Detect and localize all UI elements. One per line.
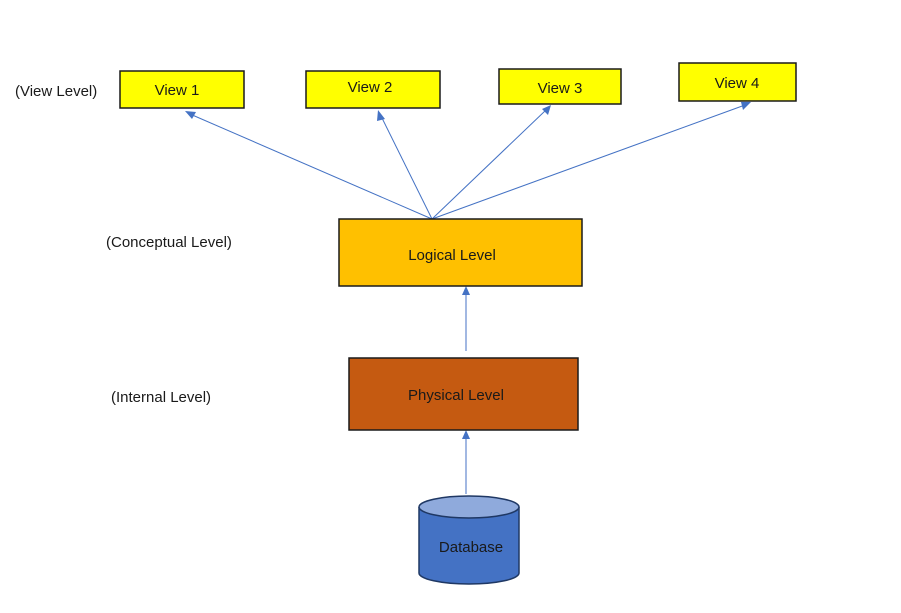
logical-level-box: Logical Level	[338, 218, 583, 287]
physical-level-rect	[348, 357, 579, 431]
arrowhead-view-2	[377, 110, 385, 121]
view-box-4-rect	[678, 62, 797, 102]
database-body	[418, 507, 520, 585]
view-box-1: View 1	[119, 70, 245, 109]
view-connectors	[185, 102, 751, 220]
arrowhead-logical	[462, 286, 470, 295]
internal-level-label: (Internal Level)	[111, 389, 211, 406]
physical-level-label: Physical Level	[408, 387, 504, 404]
database-label: Database	[439, 539, 503, 556]
view-box-4: View 4	[678, 62, 797, 102]
view-box-1-label: View 1	[155, 82, 200, 99]
view-level-label: (View Level)	[15, 83, 97, 100]
connector-view-2	[380, 115, 433, 220]
connector-view-3	[431, 109, 547, 220]
logical-level-label: Logical Level	[408, 247, 496, 264]
view-box-2-rect	[305, 70, 441, 109]
view-box-3: View 3	[498, 68, 622, 105]
database-cylinder: Database	[418, 495, 520, 585]
view-box-2-label: View 2	[348, 79, 393, 96]
view-box-3-label: View 3	[538, 80, 583, 97]
view-box-4-label: View 4	[715, 75, 760, 92]
view-box-3-rect	[498, 68, 622, 105]
connector-view-1	[189, 113, 433, 220]
connector-view-4	[431, 104, 746, 220]
view-box-2: View 2	[305, 70, 441, 109]
logical-level-rect	[338, 218, 583, 287]
arrowhead-view-1	[185, 111, 196, 119]
arrowhead-physical	[462, 430, 470, 439]
arrowhead-view-3	[542, 105, 551, 115]
arrowhead-view-4	[741, 102, 751, 110]
database-top	[418, 495, 520, 519]
conceptual-level-label: (Conceptual Level)	[106, 234, 232, 251]
physical-level-box: Physical Level	[348, 357, 579, 431]
view-box-1-rect	[119, 70, 245, 109]
